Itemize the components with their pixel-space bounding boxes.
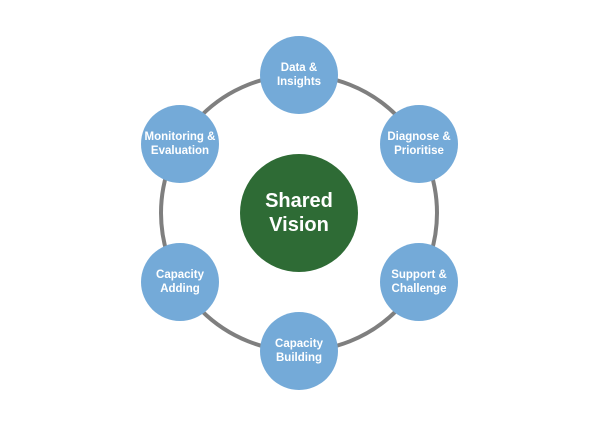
node-label: Capacity Building <box>275 338 323 364</box>
node-support-challenge: Support & Challenge <box>380 243 458 321</box>
node-label: Monitoring & Evaluation <box>144 131 216 157</box>
node-label: Capacity Adding <box>156 269 204 295</box>
node-capacity-adding: Capacity Adding <box>141 243 219 321</box>
center-node: Shared Vision <box>240 154 358 272</box>
node-label: Data & Insights <box>276 62 322 88</box>
node-diagnose-prioritise: Diagnose & Prioritise <box>380 105 458 183</box>
center-node-label: Shared Vision <box>265 190 333 236</box>
node-label: Support & Challenge <box>391 269 447 295</box>
node-label: Diagnose & Prioritise <box>387 131 451 157</box>
node-monitoring-evaluation: Monitoring & Evaluation <box>141 105 219 183</box>
node-data-insights: Data & Insights <box>260 36 338 114</box>
node-capacity-building: Capacity Building <box>260 312 338 390</box>
